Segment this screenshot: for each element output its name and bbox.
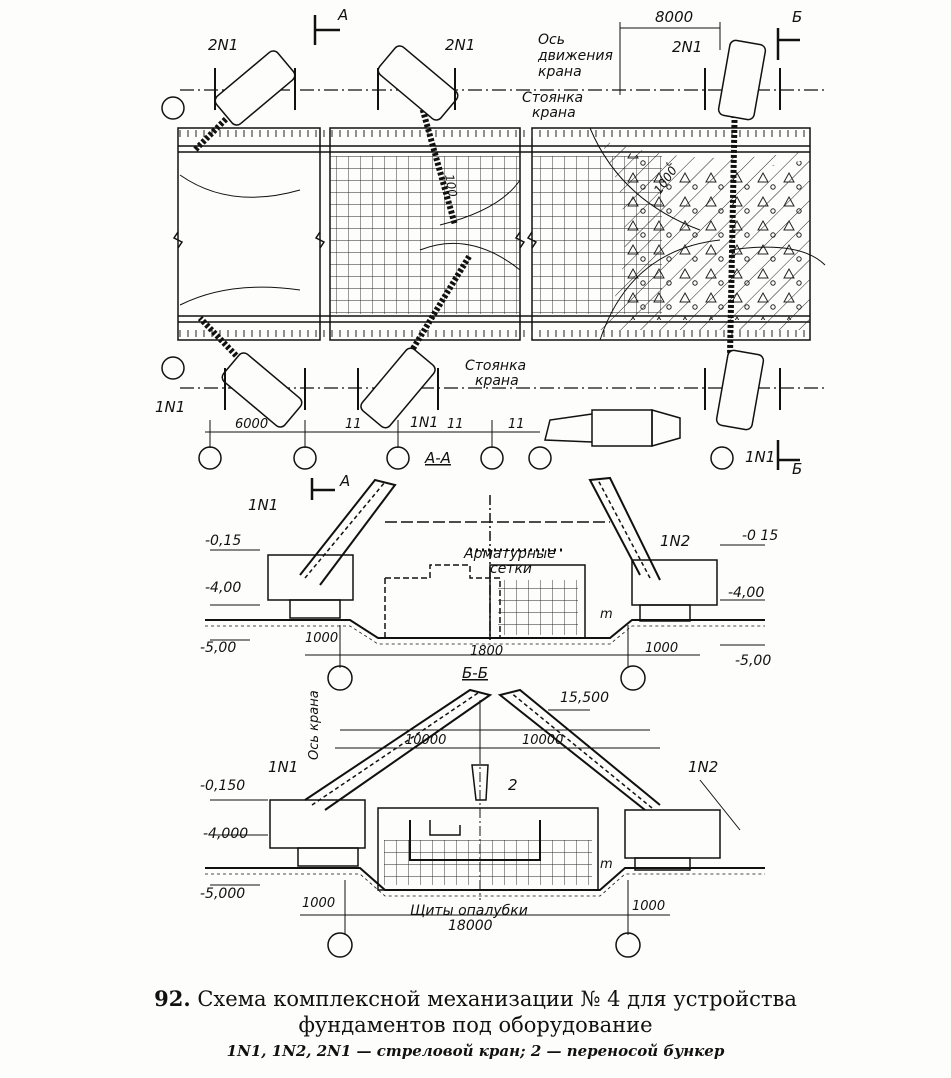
- bb-dimension: 1000: [302, 896, 335, 911]
- crane-track: [297, 847, 359, 867]
- section-b-label: Б: [792, 8, 802, 26]
- caption-title-1: Схема комплексной механизации № 4 для ус…: [197, 987, 797, 1011]
- radius-label: 100: [442, 173, 460, 198]
- aa-mark: -4,00: [728, 585, 764, 601]
- aa-mark: -4,00: [205, 580, 241, 596]
- bb-crane-1n1: 1N1: [268, 758, 298, 776]
- parking-label: крана: [532, 105, 576, 121]
- axis-circle: [480, 446, 504, 470]
- crane-track: [289, 599, 341, 619]
- foundation-formwork: [384, 564, 501, 638]
- crane-cab-1n2: [624, 809, 721, 859]
- crane-label-1n1: 1N1: [410, 415, 438, 431]
- axis-circle: [161, 96, 185, 120]
- crane-body: [717, 39, 767, 121]
- bb-hopper-label: 2: [508, 776, 518, 794]
- aa-mark: -0,15: [205, 533, 241, 549]
- aa-mesh-label: сетки: [490, 561, 532, 577]
- dimension-11: 11: [508, 417, 525, 432]
- aa-mark: -5,00: [735, 653, 771, 669]
- axis-circle: [293, 446, 317, 470]
- section-a-label: А: [337, 6, 348, 24]
- reinforcement-grid: [330, 156, 520, 314]
- bb-dimension: 18000: [448, 918, 493, 934]
- bb-dimension: 1000: [632, 899, 665, 914]
- aa-dimension: 1000: [645, 641, 678, 656]
- dump-truck: [544, 409, 681, 447]
- crane-body: [360, 347, 436, 429]
- axis-circle: [710, 446, 734, 470]
- caption-line-2: фундаментов под оборудование: [298, 1013, 653, 1037]
- figure-number: 92.: [154, 986, 191, 1011]
- axis-label: движения: [537, 48, 613, 64]
- diagram-drawing: 2N1 2N1 2N1 А Б Б 8000 Ось движения кран…: [155, 6, 826, 958]
- aa-m-label: m: [600, 607, 613, 622]
- section-b-label: Б: [792, 460, 802, 478]
- bb-mark: -4,000: [203, 826, 248, 842]
- axis-circle: [327, 932, 353, 958]
- crane-label-1n1: 1N1: [745, 448, 775, 466]
- bb-crane-1n2: 1N2: [688, 758, 718, 776]
- axis-circle: [615, 932, 641, 958]
- parking-label: Стоянка: [465, 358, 526, 374]
- crane-body: [377, 45, 459, 121]
- pit-profile: [205, 619, 765, 639]
- dimension-6000: 6000: [235, 417, 268, 432]
- crane-body: [221, 352, 303, 428]
- pit-segment: [177, 127, 321, 341]
- plan-label-2n1: 2N1: [208, 36, 238, 54]
- parking-label: Стоянка: [522, 90, 583, 106]
- section-bb: [205, 688, 765, 958]
- bb-title: Б-Б: [462, 664, 488, 682]
- aa-mark: -0 15: [742, 528, 778, 544]
- dimension-8000: 8000: [655, 8, 693, 26]
- axis-label: крана: [538, 64, 582, 80]
- aa-crane-1n1: 1N1: [248, 496, 278, 514]
- bb-forms-label: Щиты опалубки: [410, 903, 528, 919]
- crane-cab-1n2: [631, 559, 718, 606]
- caption-line-1: 92. Схема комплексной механизации № 4 дл…: [0, 986, 951, 1012]
- bb-mark: -5,000: [200, 886, 245, 902]
- aa-crane-1n2: 1N2: [660, 532, 690, 550]
- bb-mark-15500: 15,500: [560, 690, 609, 706]
- dimension-11: 11: [447, 417, 464, 432]
- hopper-2: [471, 764, 489, 801]
- crane-body: [214, 50, 296, 126]
- parking-label: крана: [475, 373, 519, 389]
- axis-label: Ось: [538, 32, 565, 48]
- section-aa: [205, 476, 765, 691]
- section-aa-title: А-А: [424, 449, 451, 467]
- aa-dimension: 1000: [305, 631, 338, 646]
- section-a-label: А: [339, 472, 350, 490]
- crane-label-1n1: 1N1: [155, 398, 185, 416]
- rebar-cage: [489, 564, 586, 639]
- crane-track: [639, 604, 691, 622]
- bb-dimension: 10000: [522, 733, 563, 748]
- crane-body: [715, 349, 765, 431]
- dimension-11: 11: [345, 417, 362, 432]
- axis-circle: [327, 665, 353, 691]
- foundation-block: [377, 807, 599, 891]
- plan-view: [161, 15, 826, 500]
- bb-axis-label: Ось крана: [307, 690, 322, 760]
- axis-circle: [620, 665, 646, 691]
- axis-circle: [386, 446, 410, 470]
- plan-label-2n1: 2N1: [672, 38, 702, 56]
- plan-label-2n1: 2N1: [445, 36, 475, 54]
- aa-mark: -5,00: [200, 640, 236, 656]
- aa-mesh-label: Арматурные: [463, 546, 556, 562]
- axis-circle: [528, 446, 552, 470]
- bb-m-label: m: [600, 857, 613, 872]
- figure-caption: 92. Схема комплексной механизации № 4 дл…: [0, 986, 951, 1038]
- bb-dimension: 10000: [405, 733, 446, 748]
- bb-mark: -0,150: [200, 778, 245, 794]
- axis-circle: [198, 446, 222, 470]
- crane-track: [634, 857, 691, 871]
- axis-circle: [161, 356, 185, 380]
- figure-legend: 1N1, 1N2, 2N1 — стреловой кран; 2 — пере…: [226, 1042, 725, 1060]
- aa-dimension: 1800: [470, 644, 503, 659]
- crane-cab-1n1: [269, 799, 366, 849]
